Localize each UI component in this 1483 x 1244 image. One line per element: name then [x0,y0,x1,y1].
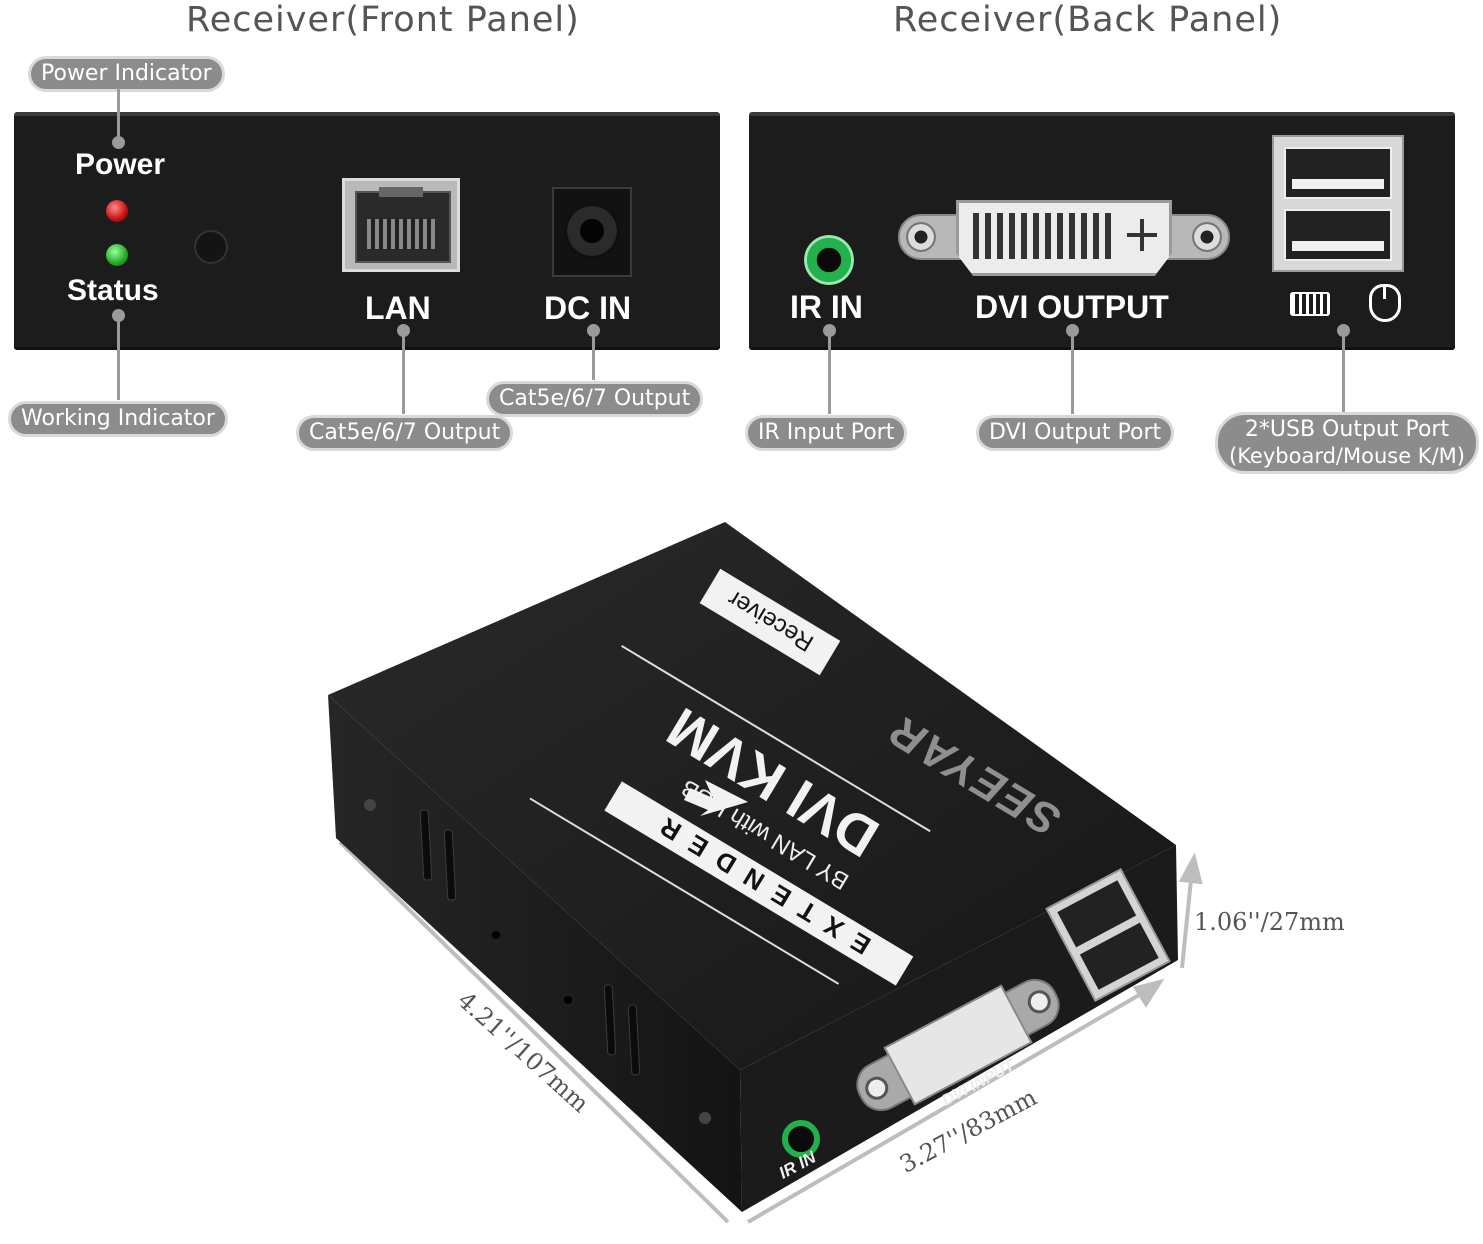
keyboard-icon [1290,292,1330,316]
front-usb-slot [1057,880,1137,948]
side-vent-slot [419,809,433,881]
power-leader-line [117,88,120,140]
dc-label: DC IN [544,290,632,326]
front-usb-slot [1079,922,1159,990]
receiver-badge-bg [699,568,841,676]
dc-leader-line [592,330,595,380]
ir-in-label: IR IN [790,289,863,325]
device-side-face [328,695,742,1212]
device-top-face [328,522,1176,1070]
side-vents [419,809,641,1076]
front-usb-ports [1045,868,1171,1002]
width-arrow-head [1132,978,1165,1008]
side-vent-slot [443,829,457,901]
dvi-port-callout: DVI Output Port [976,415,1175,451]
front-dvi-port: DVI INPUT [856,978,1060,1112]
dimension-lines [338,840,1203,1224]
usb-port-top [1284,147,1392,199]
usb-leader-line [1342,330,1345,414]
reset-button [194,230,228,264]
power-leader-dot [112,136,125,149]
usb-port-callout-line1: 2*USB Output Port [1244,417,1450,442]
front-dvi-housing [883,984,1033,1106]
lan-label: LAN [365,290,431,326]
product-print-rule [621,645,931,833]
power-led [106,200,128,222]
usb-port-callout: 2*USB Output Port (Keyboard/Mouse K/M) [1215,412,1479,474]
side-hole [492,931,500,939]
dc-port [552,187,632,277]
usb-port-block [1272,135,1404,272]
arrow-icon [684,780,748,816]
status-label: Status [67,274,159,307]
lan-port [342,178,460,272]
product-print-rule [529,797,840,985]
dvi-leader-line [1071,330,1074,414]
side-vent-slot [603,984,617,1056]
dc-output-callout: Cat5e/6/7 Output [486,381,704,417]
height-arrow-head [1178,852,1203,885]
side-screw [364,799,376,811]
length-dimension-line [338,840,730,1224]
power-label: Power [75,148,166,181]
extender-band [604,781,914,986]
lan-leader-line [402,330,405,414]
ir-leader-line [828,330,831,414]
back-panel-title: Receiver(Back Panel) [893,0,1283,40]
ir-port-callout: IR Input Port [745,415,908,451]
ir-jack [804,235,854,285]
side-screw [699,1112,711,1124]
height-dimension-label: 1.06''/27mm [1194,908,1345,936]
status-led [106,244,128,266]
dvi-connector [898,200,1230,276]
usb-port-callout-line2: (Keyboard/Mouse K/M) [1229,444,1465,468]
width-dimension-line [746,982,1160,1224]
front-panel-title: Receiver(Front Panel) [186,0,580,40]
dvi-output-label: DVI OUTPUT [975,289,1169,325]
mouse-icon [1369,284,1401,322]
front-dvi-screw [1027,990,1051,1014]
front-ir-jack [782,1120,820,1158]
front-dvi-screw [865,1076,889,1100]
side-vent-slot [627,1004,641,1076]
usb-port-bottom [1284,209,1392,261]
working-leader-line [117,315,120,400]
lan-output-callout: Cat5e/6/7 Output [296,415,514,451]
working-indicator-callout: Working Indicator [8,401,228,437]
power-indicator-callout: Power Indicator [28,56,225,92]
side-hole [564,996,572,1004]
